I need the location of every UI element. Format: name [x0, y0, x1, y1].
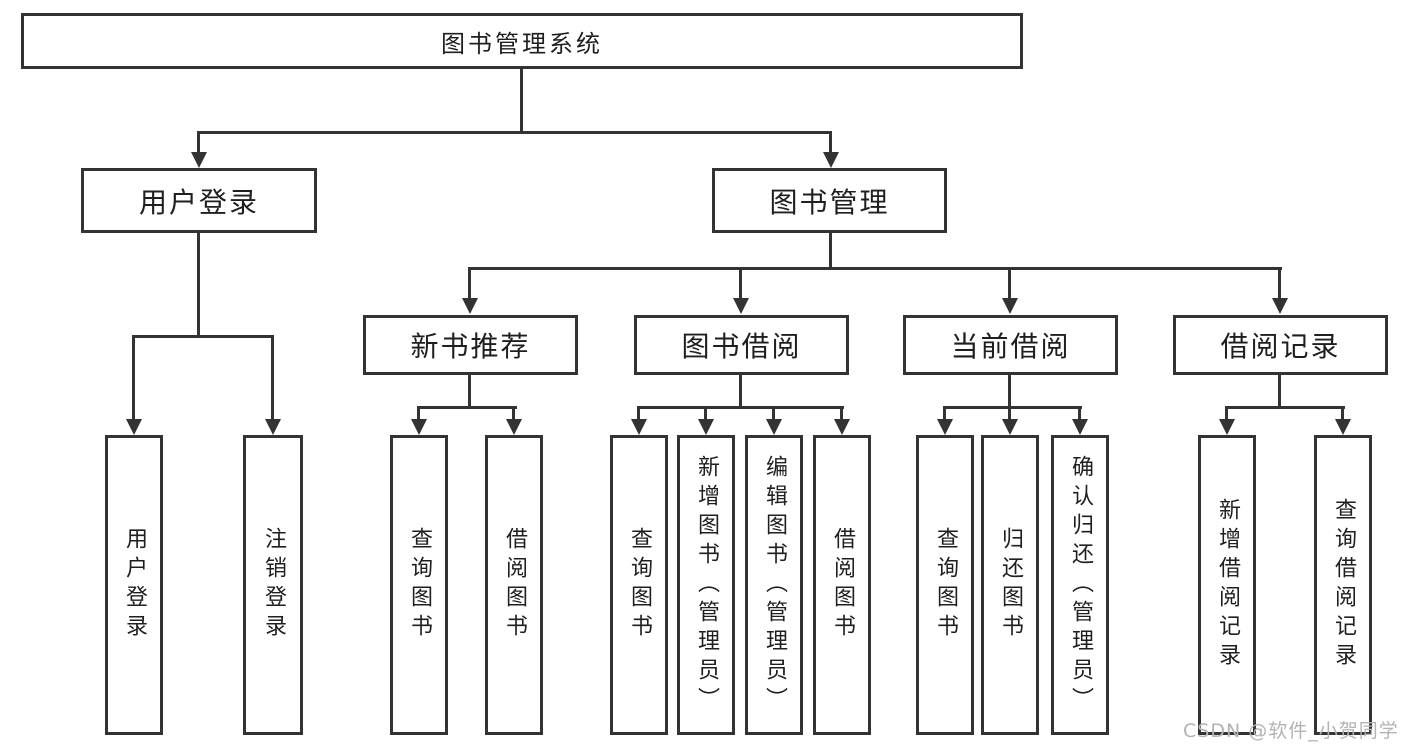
arrowhead-icon: [631, 419, 647, 435]
node-label: 查询借阅记录: [1331, 498, 1356, 672]
leaf-return-book: 归还图书: [981, 435, 1039, 735]
node-label: 用户登录: [122, 527, 147, 643]
connector-line: [1008, 406, 1011, 421]
connector-line: [468, 375, 471, 406]
node-book-borrow: 图书借阅: [634, 315, 849, 375]
node-label: 注销登录: [261, 527, 286, 643]
connector-line: [637, 406, 640, 421]
node-user-login: 用户登录: [81, 168, 317, 233]
node-label: 图书管理系统: [441, 29, 603, 58]
connector-line: [739, 375, 742, 406]
leaf-query-books-borrow: 查询图书: [610, 435, 668, 735]
arrowhead-icon: [265, 419, 281, 435]
connector-line: [468, 267, 1282, 270]
connector-line: [132, 335, 274, 338]
arrowhead-icon: [1002, 419, 1018, 435]
node-label: 借阅图书: [502, 527, 527, 643]
connector-line: [772, 406, 775, 421]
arrowhead-icon: [506, 419, 522, 435]
node-label: 当前借阅: [950, 330, 1071, 363]
connector-line: [468, 267, 471, 300]
node-label: 确认归还（管理员）: [1068, 454, 1093, 716]
connector-line: [1278, 267, 1281, 300]
arrowhead-icon: [411, 419, 427, 435]
connector-line: [1341, 406, 1344, 421]
node-label: 借阅记录: [1220, 330, 1341, 363]
connector-line: [520, 69, 523, 131]
connector-line: [1078, 406, 1081, 421]
arrowhead-icon: [1072, 419, 1088, 435]
node-label: 查询图书: [933, 527, 958, 643]
connector-line: [829, 233, 832, 269]
node-label: 新书推荐: [410, 330, 531, 363]
leaf-add-borrow-record: 新增借阅记录: [1198, 435, 1256, 735]
connector-line: [1225, 406, 1228, 421]
node-label: 新增图书（管理员）: [694, 454, 719, 716]
arrowhead-icon: [126, 419, 142, 435]
connector-line: [637, 406, 844, 409]
node-label: 查询图书: [407, 527, 432, 643]
node-root: 图书管理系统: [21, 13, 1023, 69]
connector-line: [1278, 375, 1281, 406]
node-label: 用户登录: [138, 185, 259, 219]
leaf-add-book-admin: 新增图书（管理员）: [677, 435, 735, 735]
arrowhead-icon: [766, 419, 782, 435]
arrowhead-icon: [733, 298, 749, 314]
connector-line: [840, 406, 843, 421]
leaf-borrow-books: 借阅图书: [813, 435, 871, 735]
arrowhead-icon: [698, 419, 714, 435]
node-new-book-recommend: 新书推荐: [363, 315, 578, 375]
arrowhead-icon: [1335, 419, 1351, 435]
connector-line: [704, 406, 707, 421]
leaf-borrow-books-recommend: 借阅图书: [485, 435, 543, 735]
node-label: 编辑图书（管理员）: [762, 454, 787, 716]
connector-line: [197, 233, 200, 335]
node-borrow-records: 借阅记录: [1173, 315, 1388, 375]
connector-line: [271, 335, 274, 421]
connector-line: [417, 406, 420, 421]
connector-line: [417, 406, 517, 409]
leaf-query-books-recommend: 查询图书: [390, 435, 448, 735]
csdn-watermark: CSDN @软件_小贺同学: [1183, 720, 1399, 742]
arrowhead-icon: [462, 298, 478, 314]
arrowhead-icon: [937, 419, 953, 435]
arrowhead-icon: [1219, 419, 1235, 435]
arrowhead-icon: [1272, 298, 1288, 314]
node-label: 图书管理: [769, 185, 890, 219]
connector-line: [739, 267, 742, 300]
connector-line: [829, 131, 832, 154]
connector-line: [132, 335, 135, 421]
connector-line: [197, 131, 832, 134]
node-label: 借阅图书: [830, 527, 855, 643]
connector-line: [197, 131, 200, 154]
leaf-edit-book-admin: 编辑图书（管理员）: [745, 435, 803, 735]
node-current-borrow: 当前借阅: [903, 315, 1118, 375]
arrowhead-icon: [191, 152, 207, 168]
node-label: 图书借阅: [681, 330, 802, 363]
leaf-confirm-return-admin: 确认归还（管理员）: [1051, 435, 1109, 735]
arrowhead-icon: [823, 152, 839, 168]
leaf-query-borrow-record: 查询借阅记录: [1314, 435, 1372, 735]
connector-line: [943, 406, 1082, 409]
connector-line: [1008, 267, 1011, 300]
node-label: 归还图书: [998, 527, 1023, 643]
connector-line: [943, 406, 946, 421]
leaf-user-login: 用户登录: [105, 435, 163, 735]
arrowhead-icon: [1002, 298, 1018, 314]
node-book-management: 图书管理: [712, 168, 947, 233]
connector-line: [1225, 406, 1345, 409]
connector-line: [1008, 375, 1011, 406]
connector-line: [512, 406, 515, 421]
node-label: 查询图书: [627, 527, 652, 643]
leaf-logout: 注销登录: [243, 435, 303, 735]
arrowhead-icon: [834, 419, 850, 435]
node-label: 新增借阅记录: [1215, 498, 1240, 672]
leaf-query-books-current: 查询图书: [916, 435, 974, 735]
